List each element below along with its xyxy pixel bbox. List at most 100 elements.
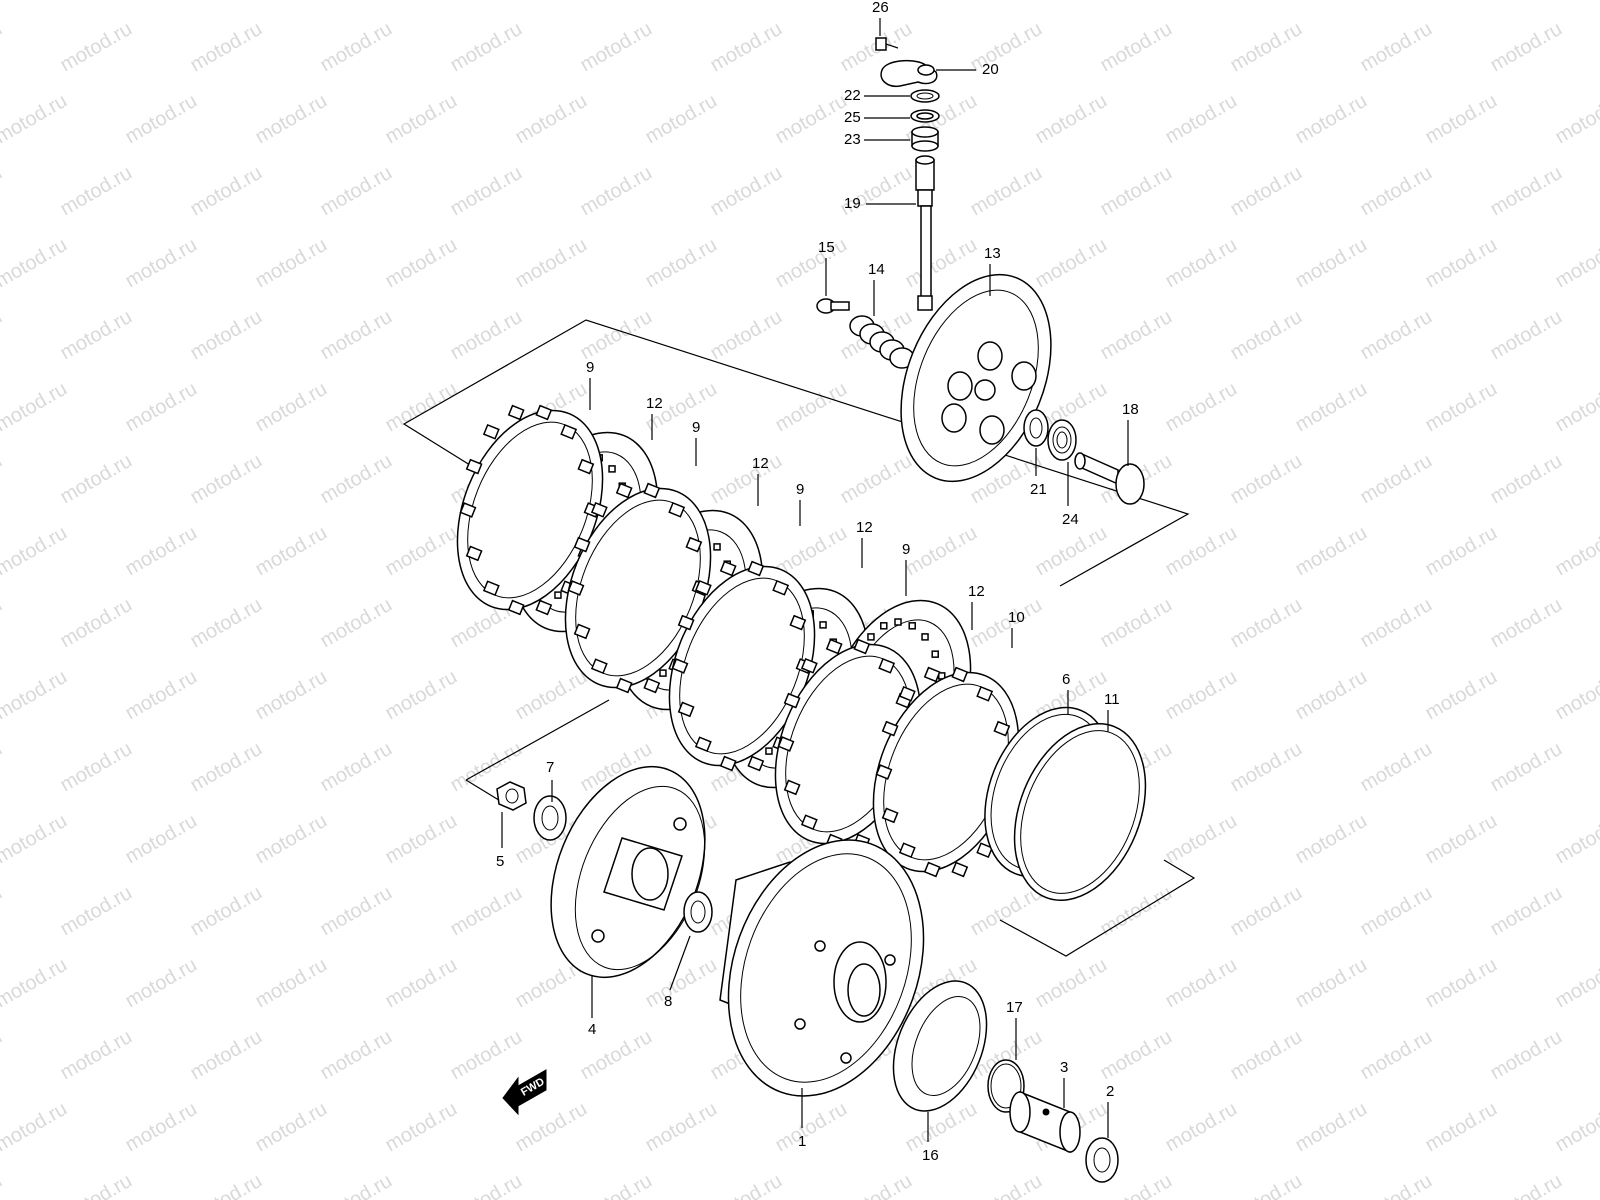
watermark-text: motod.ru <box>447 1170 526 1200</box>
part-7-lock-washer <box>533 795 567 841</box>
watermark-text: motod.ru <box>252 810 331 869</box>
part-25-oil-seal <box>910 109 940 123</box>
watermark-text: motod.ru <box>187 450 266 509</box>
watermark-text: motod.ru <box>0 882 6 941</box>
callout: 10 <box>1008 609 1025 648</box>
watermark-text: motod.ru <box>1422 234 1501 293</box>
watermark-text: motod.ru <box>122 378 201 437</box>
callout-number: 17 <box>1006 999 1023 1016</box>
watermark-text: motod.ru <box>1487 450 1566 509</box>
watermark-text: motod.ru <box>1292 954 1371 1013</box>
watermark-text: motod.ru <box>1552 234 1600 293</box>
fwd-arrow-icon: FWD <box>502 1069 547 1116</box>
watermark-text: motod.ru <box>1032 522 1111 581</box>
callout-number: 11 <box>1104 691 1120 708</box>
watermark-text: motod.ru <box>577 306 656 365</box>
watermark-text: motod.ru <box>0 378 71 437</box>
watermark-text: motod.ru <box>967 162 1046 221</box>
watermark-text: motod.ru <box>122 90 201 149</box>
watermark-text: motod.ru <box>1162 810 1241 869</box>
watermark-text: motod.ru <box>317 738 396 797</box>
callout: 9 <box>796 481 804 526</box>
watermark-text: motod.ru <box>57 18 136 77</box>
watermark-text: motod.ru <box>512 1098 591 1157</box>
callout: 11 <box>1104 691 1120 732</box>
callout: 9 <box>586 359 594 410</box>
callout-number: 9 <box>902 541 910 558</box>
watermark-text: motod.ru <box>0 1026 6 1085</box>
watermark-text: motod.ru <box>1097 162 1176 221</box>
watermark-text: motod.ru <box>512 666 591 725</box>
callout: 12 <box>856 519 873 568</box>
watermark-text: motod.ru <box>1552 1098 1600 1157</box>
watermark-text: motod.ru <box>252 1098 331 1157</box>
part-5-nut <box>496 781 527 811</box>
watermark-text: motod.ru <box>1097 1026 1176 1085</box>
watermark-text: motod.ru <box>382 0 461 4</box>
watermark-text: motod.ru <box>1292 1098 1371 1157</box>
watermark-text: motod.ru <box>1097 18 1176 77</box>
watermark-text: motod.ru <box>1227 162 1306 221</box>
watermark-text: motod.ru <box>1487 738 1566 797</box>
watermark-text: motod.ru <box>707 18 786 77</box>
watermark-text: motod.ru <box>1032 234 1111 293</box>
callout-number: 26 <box>872 0 889 16</box>
callout: 14 <box>868 261 885 316</box>
callout: 12 <box>752 455 769 506</box>
callout: 2 <box>1106 1083 1114 1138</box>
watermark-text: motod.ru <box>1292 378 1371 437</box>
watermark-text: motod.ru <box>642 954 721 1013</box>
watermark-text: motod.ru <box>122 0 201 4</box>
watermark-text: motod.ru <box>1357 162 1436 221</box>
callout: 5 <box>496 812 504 870</box>
callout-number: 12 <box>646 395 663 412</box>
callout-number: 12 <box>856 519 873 536</box>
callout: 21 <box>1030 448 1047 498</box>
watermark-text: motod.ru <box>0 1098 71 1157</box>
part-14-spring <box>849 315 915 369</box>
callout-number: 13 <box>984 245 1001 262</box>
watermark-text: motod.ru <box>187 1170 266 1200</box>
watermark-text: motod.ru <box>772 378 851 437</box>
watermark-text: motod.ru <box>1552 0 1600 4</box>
watermark-text: motod.ru <box>902 522 981 581</box>
watermark-text: motod.ru <box>1552 954 1600 1013</box>
watermark-text: motod.ru <box>447 882 526 941</box>
part-1-clutch-housing <box>719 839 925 1097</box>
watermark-text: motod.ru <box>317 162 396 221</box>
part-2-washer <box>1085 1137 1119 1183</box>
watermark-text: motod.ru <box>0 1170 6 1200</box>
callout-number: 18 <box>1122 401 1139 418</box>
watermark-text: motod.ru <box>382 1098 461 1157</box>
watermark-text: motod.ru <box>1227 450 1306 509</box>
watermark-text: motod.ru <box>1292 0 1371 4</box>
watermark-text: motod.ru <box>1422 378 1501 437</box>
watermark-text: motod.ru <box>57 450 136 509</box>
watermark-text: motod.ru <box>1097 306 1176 365</box>
watermark-text: motod.ru <box>122 522 201 581</box>
watermark-text: motod.ru <box>382 90 461 149</box>
watermark-text: motod.ru <box>1162 90 1241 149</box>
watermark-text: motod.ru <box>512 0 591 4</box>
callout: 20 <box>936 61 999 78</box>
watermark-text: motod.ru <box>122 666 201 725</box>
watermark-text: motod.ru <box>1292 90 1371 149</box>
watermark-text: motod.ru <box>1357 306 1436 365</box>
watermark-text: motod.ru <box>1162 1098 1241 1157</box>
watermark-text: motod.ru <box>1227 1026 1306 1085</box>
watermark-text: motod.ru <box>1097 882 1176 941</box>
watermark-text: motod.ru <box>0 738 6 797</box>
watermark-text: motod.ru <box>577 162 656 221</box>
callout-number: 9 <box>796 481 804 498</box>
watermark-text: motod.ru <box>447 1026 526 1085</box>
watermark-text: motod.ru <box>187 1026 266 1085</box>
watermark-text: motod.ru <box>382 522 461 581</box>
watermark-text: motod.ru <box>1422 1098 1501 1157</box>
watermark-text: motod.ru <box>1357 738 1436 797</box>
watermark-text: motod.ru <box>1227 594 1306 653</box>
watermark-text: motod.ru <box>1422 0 1501 4</box>
watermark-text: motod.ru <box>317 882 396 941</box>
part-13-pressure-plate <box>900 273 1052 483</box>
part-8-thrust-washer <box>683 891 713 933</box>
part-20-release-lever <box>880 59 938 88</box>
